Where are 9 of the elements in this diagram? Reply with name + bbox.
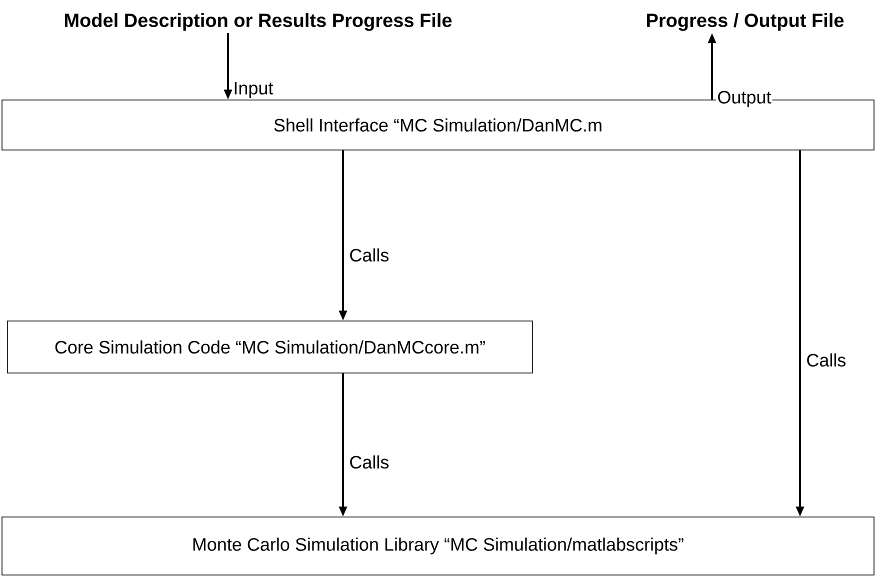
- file-label: Model Description or Results Progress File: [65, 13, 452, 31]
- edge-label: Calls: [348, 247, 390, 263]
- edge-label: Calls: [348, 454, 390, 470]
- edge-label: Output: [716, 90, 772, 108]
- edge-label: Input: [232, 80, 274, 100]
- edge-label: Calls: [805, 352, 848, 368]
- file-label: Progress / Output File: [647, 13, 844, 31]
- module-box: Monte Carlo Simulation Library “MC Simulation/matlabscripts”: [2, 516, 874, 576]
- module-box: Core Simulation Code “MC Simulation/DanMCcore.m”: [7, 320, 533, 374]
